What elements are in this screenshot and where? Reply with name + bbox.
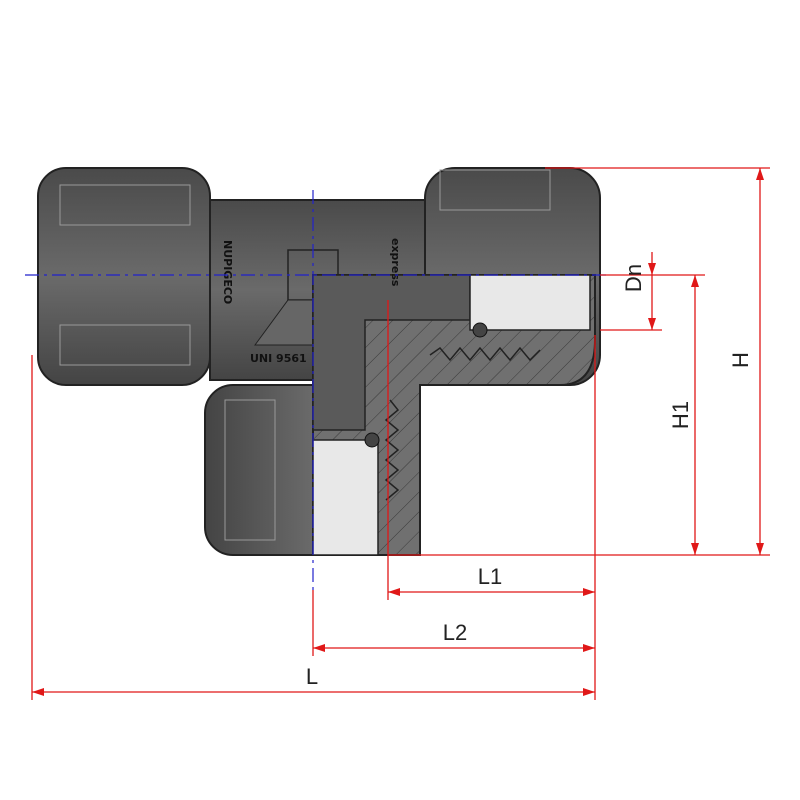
dim-h1-label: H1 <box>668 401 693 429</box>
standard-marking: UNI 9561 <box>250 352 307 365</box>
dim-l1-label: L1 <box>478 564 502 589</box>
section-cutaway <box>312 274 596 556</box>
dimension-arrows <box>32 168 764 696</box>
centerlines <box>25 190 610 590</box>
pipe-bore-bottom <box>312 439 379 556</box>
dim-l-label: L <box>306 664 318 689</box>
brand-marking: NUPIGECO <box>221 240 234 304</box>
product-marking: express <box>389 238 402 287</box>
dim-l2-label: L2 <box>443 620 467 645</box>
dim-h-label: H <box>728 352 753 368</box>
left-nut <box>37 167 211 386</box>
pipe-bore-right <box>469 274 591 331</box>
dimension-lines <box>31 167 770 700</box>
dim-dn-label: Dn <box>621 264 646 292</box>
